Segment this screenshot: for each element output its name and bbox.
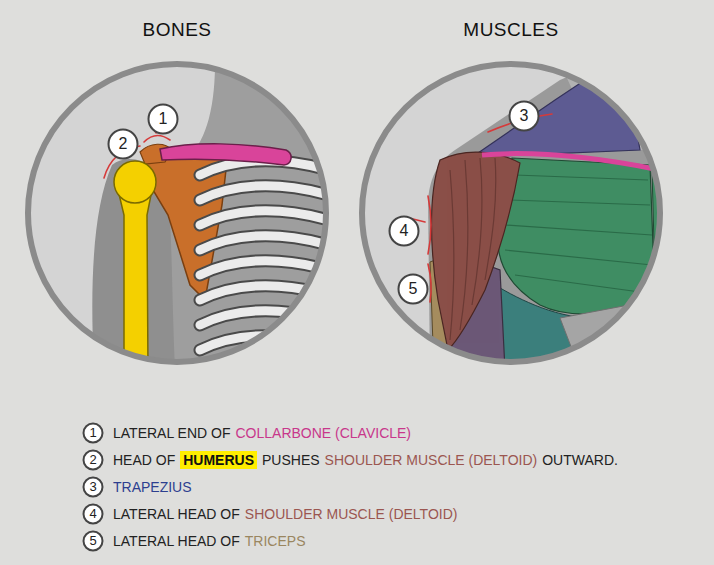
- legend-text: LATERAL HEAD OF: [113, 532, 240, 550]
- legend-text: LATERAL END OF: [113, 424, 230, 442]
- bracket: [428, 264, 431, 302]
- striation: [515, 275, 640, 292]
- callout-number: 4: [388, 215, 420, 247]
- rib: [200, 236, 335, 250]
- humerus-shaft: [118, 190, 152, 370]
- callout-number: 2: [82, 449, 104, 471]
- legend-text: HEAD OF: [113, 451, 175, 469]
- brackets-right: [405, 114, 552, 302]
- striation: [485, 158, 496, 280]
- humerus-head: [114, 161, 156, 203]
- legend-row: 3 TRAPEZIUS: [82, 475, 197, 499]
- striation: [515, 175, 648, 180]
- rib: [200, 311, 335, 325]
- illustration-panel: MUSCLES345: [361, 63, 661, 363]
- bracket: [144, 135, 170, 142]
- ribs-outline: [200, 161, 335, 350]
- striation: [505, 250, 652, 265]
- legend-text: SHOULDER MUSCLE (DELTOID): [245, 505, 458, 523]
- striation: [510, 200, 650, 205]
- legend-row: 2 HEAD OF HUMERUS PUSHES SHOULDER MUSCLE (DE…: [82, 448, 623, 472]
- legend-text: PUSHES: [262, 451, 320, 469]
- callout-number: 3: [82, 476, 104, 498]
- callout: 4: [82, 503, 104, 525]
- legend-row: 5 LATERAL HEAD OF TRICEPS: [82, 529, 311, 553]
- rib: [200, 286, 335, 300]
- panel-outline: [27, 63, 327, 363]
- callout: 3: [508, 100, 540, 132]
- pectoralis-striations: [505, 175, 652, 292]
- striation: [505, 225, 652, 235]
- callout-number: 3: [508, 100, 540, 132]
- bones-illustration: [27, 63, 335, 370]
- callout-number: 5: [397, 273, 429, 305]
- rib: [200, 186, 335, 200]
- latissimus: [560, 300, 665, 370]
- callout: 4: [388, 215, 420, 247]
- callout: 2: [107, 128, 139, 160]
- legend-row: 4 LATERAL HEAD OF SHOULDER MUSCLE (DELTOID…: [82, 502, 462, 526]
- muscles-illustration: [361, 63, 665, 370]
- illustration-panel: BONES12: [27, 63, 327, 363]
- callout: 5: [397, 273, 429, 305]
- ribs: [200, 161, 335, 350]
- callout: 2: [82, 449, 104, 471]
- striation: [450, 170, 454, 340]
- callout: 5: [82, 530, 104, 552]
- legend-text: HUMERUS: [180, 451, 257, 469]
- pectoralis: [498, 158, 655, 314]
- legend-text: LATERAL HEAD OF: [113, 505, 240, 523]
- rib: [200, 211, 335, 225]
- panel-heading: MUSCLES: [361, 19, 661, 41]
- deltoid: [432, 152, 521, 350]
- torso-silhouette: [428, 63, 665, 370]
- callout: 1: [82, 422, 104, 444]
- callout: 3: [82, 476, 104, 498]
- rib: [200, 236, 335, 250]
- clavicle: [160, 144, 291, 165]
- legend-text: TRICEPS: [245, 532, 306, 550]
- legend-text: TRAPEZIUS: [113, 478, 192, 496]
- bracket: [428, 196, 431, 254]
- rib: [200, 311, 335, 325]
- legend-text: SHOULDER MUSCLE (DELTOID): [325, 451, 538, 469]
- panel-ring: [362, 64, 660, 362]
- callout-number: 4: [82, 503, 104, 525]
- rib: [200, 186, 335, 200]
- legend-text: OUTWARD.: [542, 451, 618, 469]
- legend-text: COLLARBONE (CLAVICLE): [235, 424, 411, 442]
- callout-number: 1: [147, 103, 179, 135]
- rib: [200, 336, 335, 350]
- callout-number: 2: [107, 128, 139, 160]
- panel-ring: [28, 64, 326, 362]
- clavicle: [482, 153, 660, 170]
- callout: 1: [147, 103, 179, 135]
- rib: [200, 211, 335, 225]
- panel-heading: BONES: [27, 19, 327, 41]
- legend-row: 1 LATERAL END OF COLLARBONE (CLAVICLE): [82, 421, 416, 445]
- rib: [200, 336, 335, 350]
- callout-number: 5: [82, 530, 104, 552]
- rib: [200, 286, 335, 300]
- deltoid-striations: [450, 158, 496, 340]
- striation: [460, 160, 468, 330]
- callout-number: 1: [82, 422, 104, 444]
- striation: [472, 158, 482, 305]
